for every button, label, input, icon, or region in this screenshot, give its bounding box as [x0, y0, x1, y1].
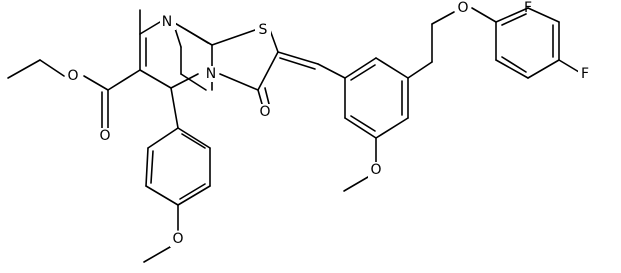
bond [375, 117, 409, 139]
bond [219, 73, 259, 91]
bond [407, 61, 433, 79]
bond [277, 51, 319, 65]
atom-o-carbonyl-ring: O [259, 104, 270, 120]
bond [279, 57, 316, 70]
atom-o-benzyl-ether: O [457, 0, 468, 16]
bond [350, 115, 376, 132]
bond [7, 59, 41, 79]
atom-o-aryl-methoxy: O [172, 231, 183, 247]
bond [527, 59, 560, 79]
bond [317, 63, 346, 79]
atom-o-ester-carbonyl: O [99, 128, 110, 144]
bond [257, 89, 263, 105]
bond [107, 69, 141, 91]
bond [181, 133, 206, 149]
atom-o-benzyl-methoxy: O [370, 162, 381, 178]
bond [344, 57, 377, 79]
bond [139, 21, 161, 35]
atom-f-para: F [581, 66, 589, 82]
bond [211, 29, 256, 46]
bond [343, 176, 369, 192]
bond [495, 59, 529, 79]
atom-n-ring-top: N [162, 14, 172, 30]
bond [501, 56, 527, 73]
atom-labels: N N S O O O O O O F F [65, 0, 592, 247]
bond [527, 7, 560, 23]
bond [147, 127, 179, 149]
bond [143, 246, 171, 263]
atom-f-ortho: F [524, 0, 532, 16]
bond [501, 13, 527, 26]
bond [264, 87, 270, 105]
bond [177, 185, 211, 206]
atom-o-ester-ether: O [67, 68, 78, 84]
bond [150, 150, 154, 184]
bond [145, 147, 149, 187]
bond [184, 28, 209, 44]
bonds [7, 7, 580, 263]
bond [177, 127, 211, 149]
bond [179, 183, 206, 200]
bond [375, 57, 409, 79]
bond [39, 59, 65, 77]
bond [269, 29, 279, 53]
atom-s-thiazole: S [259, 22, 268, 38]
bond [170, 73, 199, 89]
bond [257, 51, 279, 91]
bond [558, 59, 580, 73]
bond [350, 64, 376, 81]
bond [145, 185, 179, 206]
bond [170, 87, 179, 129]
bond [471, 7, 497, 23]
bond [344, 117, 377, 139]
bond [431, 11, 455, 25]
bond [180, 73, 207, 91]
bond [139, 69, 172, 89]
atom-n-ring-fused: N [206, 66, 216, 82]
bond [495, 7, 529, 23]
bond [83, 75, 109, 91]
